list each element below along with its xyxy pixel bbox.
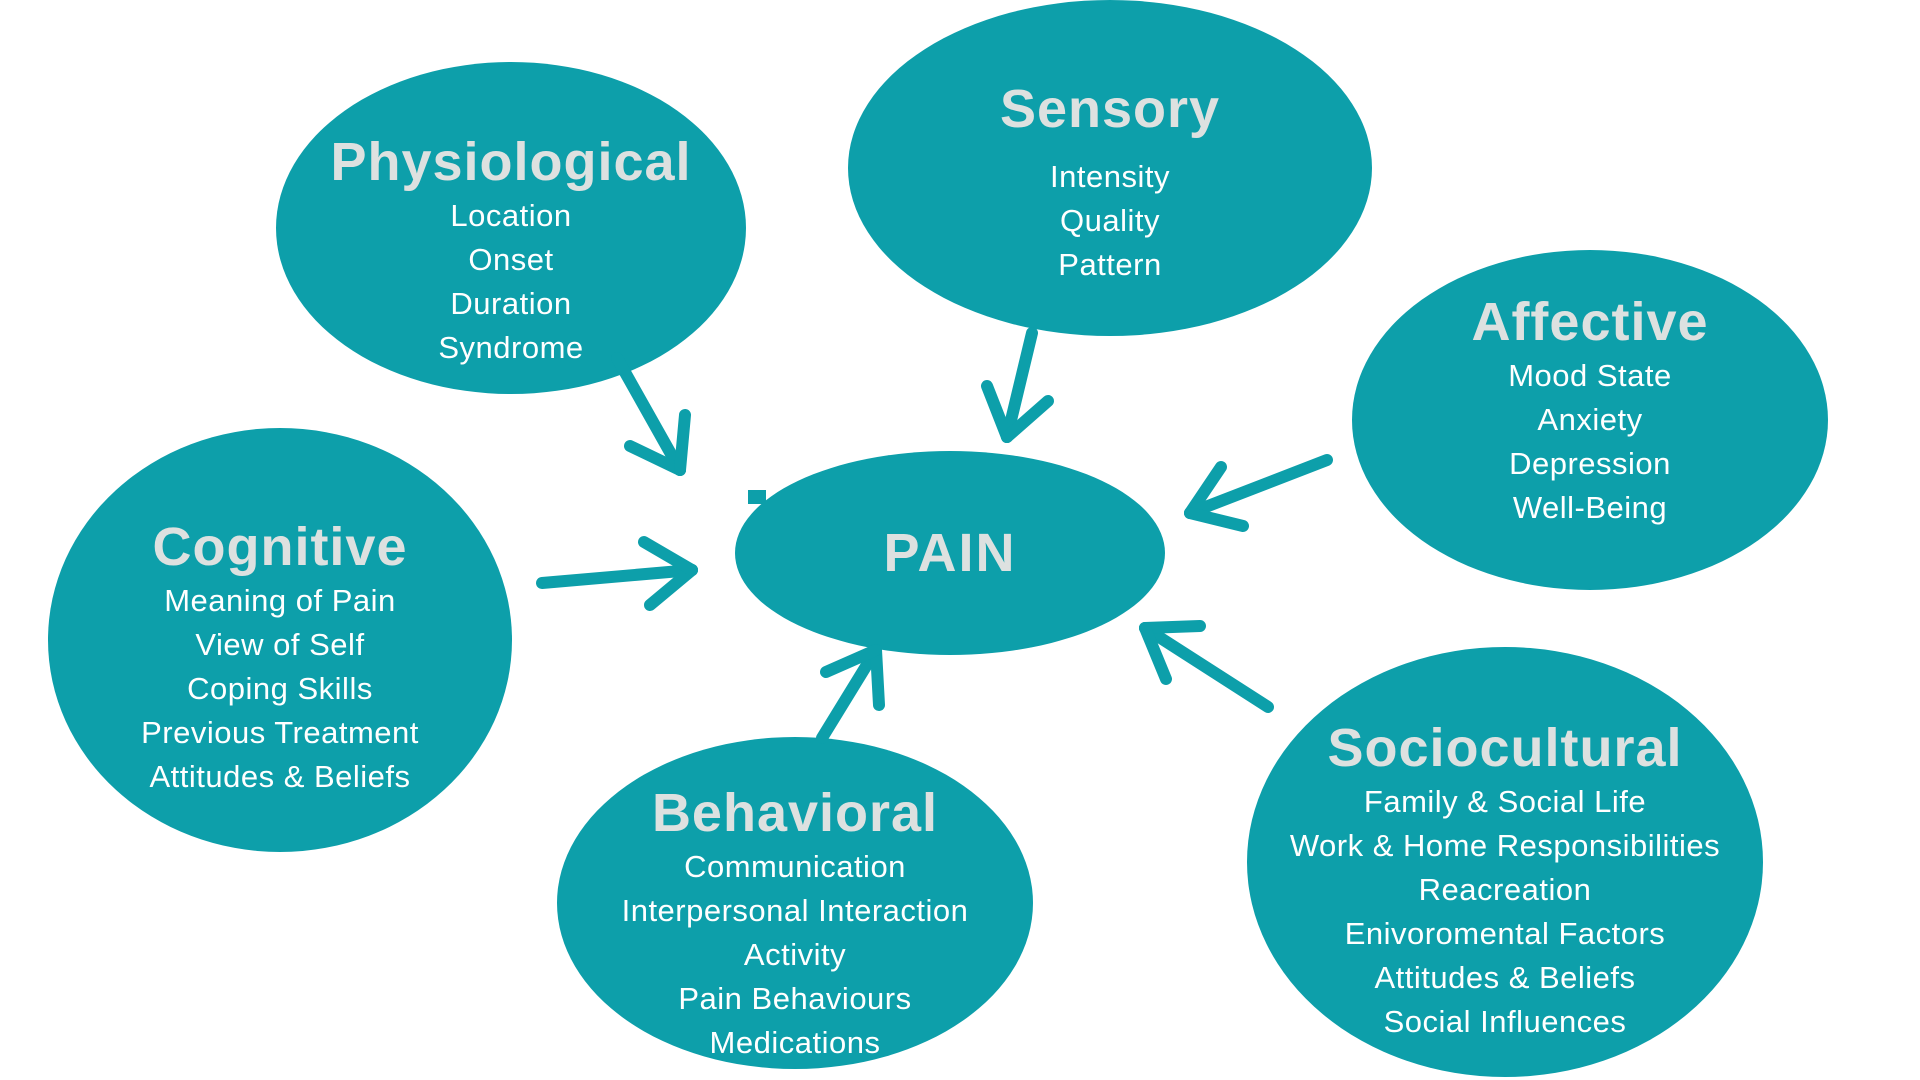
behavioral-arrow [816,644,885,744]
sociocultural-arrow [1139,620,1274,713]
behavioral-ellipse [557,737,1033,1069]
behavioral-item: Activity [743,937,847,972]
sociocultural-item: Reacreation [1418,872,1592,907]
cognitive-item: View of Self [195,627,365,662]
physiological-item: Syndrome [438,330,584,365]
behavioral-item: Pain Behaviours [678,981,912,1016]
affective-item: Depression [1509,446,1671,481]
pain-ellipse-notch [748,490,766,504]
sensory-item: Pattern [1058,247,1162,282]
behavioral-item: Interpersonal Interaction [621,893,969,928]
physiological-item: Onset [468,242,554,277]
sociocultural-node: Sociocultural Family & Social Life Work … [1247,647,1763,1044]
physiological-ellipse [276,62,746,394]
behavioral-title: Behavioral [651,783,939,843]
behavioral-item: Medications [709,1025,881,1060]
pain-center-node: PAIN [735,451,1165,655]
physiological-title: Physiological [330,132,692,192]
sociocultural-item: Work & Home Responsibilities [1289,828,1721,863]
affective-ellipse [1352,250,1828,590]
behavioral-item: Communication [684,849,906,884]
physiological-arrow [611,352,691,476]
affective-item: Mood State [1508,358,1672,393]
sensory-node: Sensory Intensity Quality Pattern [848,0,1372,287]
sensory-title: Sensory [999,79,1221,139]
cognitive-item: Previous Treatment [141,715,419,750]
affective-node: Affective Mood State Anxiety Depression … [1352,250,1828,530]
physiological-node: Physiological Location Onset Duration Sy… [276,62,746,370]
sensory-ellipse [848,0,1372,336]
behavioral-node: Behavioral Communication Interpersonal I… [557,737,1033,1065]
cognitive-arrow [536,536,698,611]
sociocultural-item: Attitudes & Beliefs [1374,960,1636,995]
pain-label: PAIN [883,523,1017,583]
cognitive-item: Attitudes & Beliefs [149,759,411,794]
pain-ellipse [735,451,1165,655]
sociocultural-ellipse [1247,647,1763,1077]
cognitive-node: Cognitive Meaning of Pain View of Self C… [48,428,512,799]
cognitive-item: Coping Skills [187,671,373,706]
sensory-item: Quality [1060,203,1160,238]
cognitive-item: Meaning of Pain [164,583,396,618]
sociocultural-item: Enivoromental Factors [1344,916,1666,951]
sensory-arrow [981,327,1054,443]
affective-item: Anxiety [1537,402,1643,437]
physiological-item: Duration [450,286,572,321]
sociocultural-item: Family & Social Life [1363,784,1647,819]
sensory-item: Intensity [1050,159,1170,194]
sociocultural-title: Sociocultural [1327,718,1683,778]
affective-title: Affective [1471,292,1709,352]
cognitive-ellipse [48,428,512,852]
sociocultural-item: Social Influences [1383,1004,1627,1039]
affective-arrow [1184,454,1333,532]
cognitive-title: Cognitive [152,517,408,577]
affective-item: Well-Being [1512,490,1668,525]
physiological-item: Location [450,198,572,233]
